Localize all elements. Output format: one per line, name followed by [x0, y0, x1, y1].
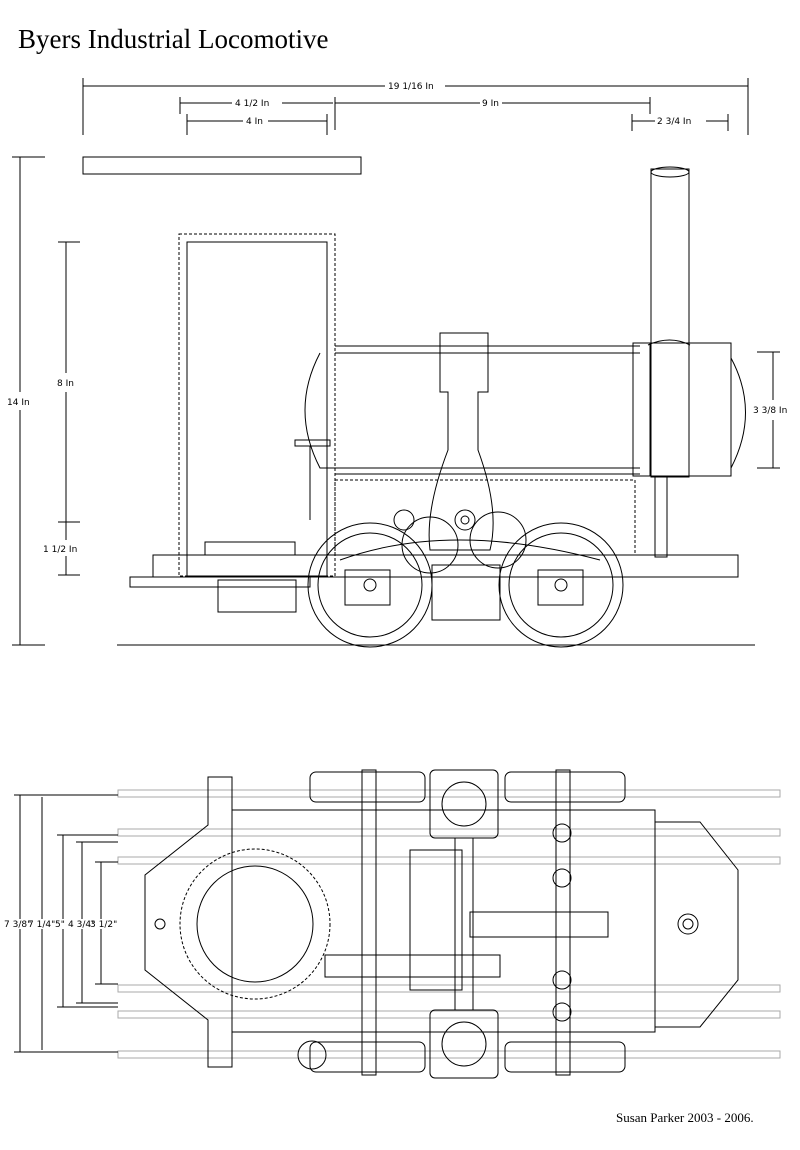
plan-view — [117, 769, 781, 1079]
svg-text:3 1/2": 3 1/2" — [90, 920, 117, 930]
front-buffer-beam — [654, 821, 739, 1028]
dimension-cab-inner: 4 In — [186, 114, 328, 135]
svg-text:19 1/16 In: 19 1/16 In — [388, 82, 434, 92]
svg-text:9 In: 9 In — [482, 99, 499, 109]
dimension-boiler: 9 In — [334, 97, 651, 130]
svg-text:3 3/8 In: 3 3/8 In — [753, 406, 787, 416]
svg-text:7 3/8": 7 3/8" — [4, 920, 31, 930]
svg-text:4 In: 4 In — [246, 117, 263, 127]
dimension-overall-length: 19 1/16 In — [82, 78, 749, 135]
dimension-smokebox-height: 3 3/8 In — [753, 351, 787, 469]
dimension-frame-height: 1 1/2 In — [43, 522, 80, 576]
smokebox-door — [730, 357, 746, 469]
svg-text:4 3/4": 4 3/4" — [68, 920, 95, 930]
rear-buffer-beam — [144, 776, 233, 1068]
boiler — [304, 345, 640, 475]
drawing-title: Byers Industrial Locomotive — [18, 24, 329, 54]
frame — [152, 554, 739, 578]
svg-text:2 3/4 In: 2 3/4 In — [657, 117, 691, 127]
cab-side — [186, 241, 328, 577]
cylinder-column — [428, 332, 494, 551]
svg-text:5": 5" — [55, 920, 65, 930]
side-elevation — [82, 156, 755, 648]
author-credit: Susan Parker 2003 - 2006. — [616, 1110, 754, 1125]
boiler-plan — [179, 848, 331, 1000]
plan-width-dimensions: 7 3/8" 7 1/4" 5" 4 3/4" 3 1/2" — [3, 794, 118, 1053]
smokebox — [632, 342, 732, 477]
chimney — [650, 168, 690, 478]
dimension-overall-height: 14 In — [7, 156, 45, 646]
rear-wheel — [498, 522, 624, 648]
svg-text:8 In: 8 In — [57, 379, 74, 389]
svg-text:4 1/2 In: 4 1/2 In — [235, 99, 269, 109]
cab-outline — [178, 233, 336, 577]
svg-text:14 In: 14 In — [7, 398, 30, 408]
front-wheel — [307, 522, 433, 648]
svg-text:7 1/4": 7 1/4" — [28, 920, 55, 930]
cab-roof — [82, 156, 362, 175]
dimension-smokebox: 2 3/4 In — [631, 114, 729, 131]
dimension-cab-outer: 4 1/2 In — [179, 97, 333, 114]
dimension-cab-height: 8 In — [57, 241, 80, 523]
svg-text:1 1/2 In: 1 1/2 In — [43, 545, 77, 555]
